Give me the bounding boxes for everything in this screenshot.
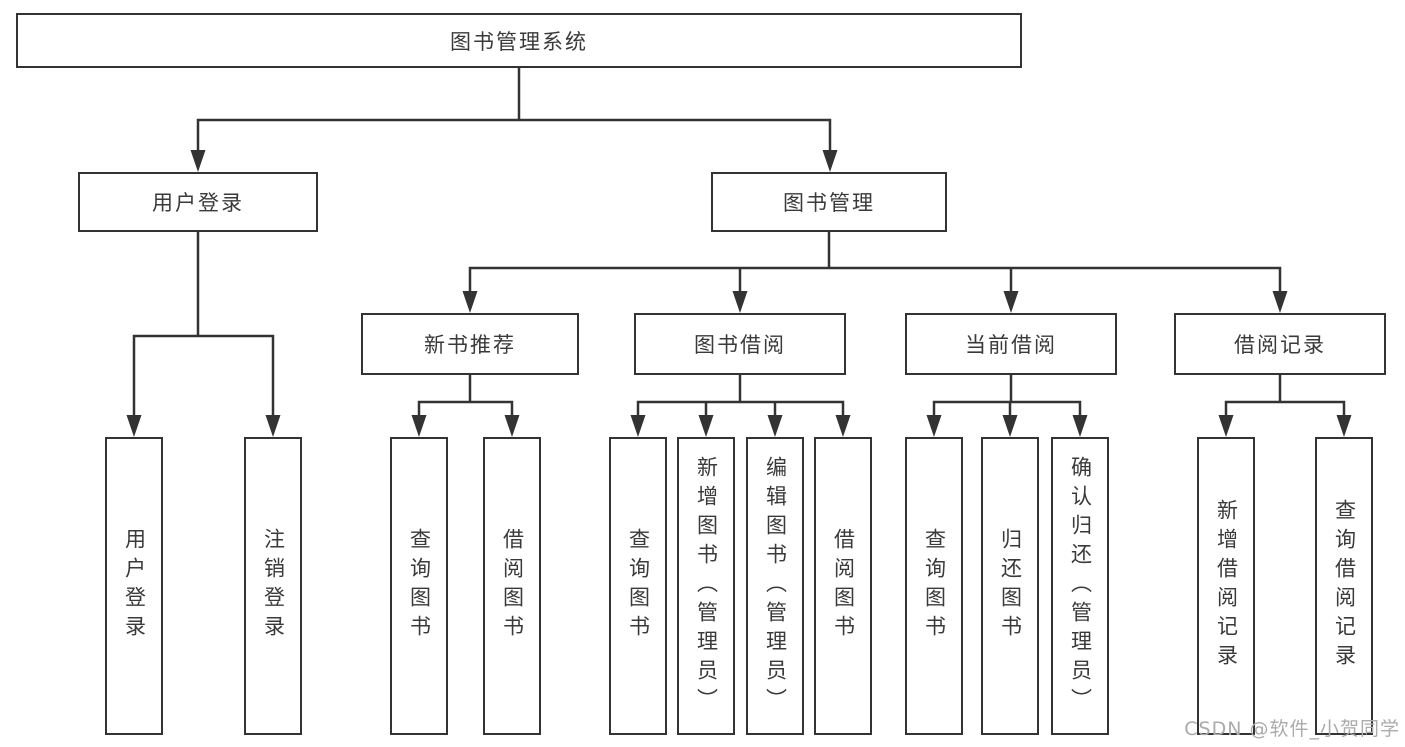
node-user-login: 用户登录 <box>78 172 318 232</box>
node-book-borrowing: 图书借阅 <box>634 313 846 375</box>
leaf-return-books: 归还图书 <box>981 437 1039 735</box>
node-borrowing-records: 借阅记录 <box>1174 313 1386 375</box>
node-library-management-system: 图书管理系统 <box>16 13 1022 68</box>
leaf-logout: 注销登录 <box>244 437 302 735</box>
leaf-borrow-books-recommend: 借阅图书 <box>483 437 541 735</box>
node-new-book-recommend: 新书推荐 <box>361 313 579 375</box>
csdn-watermark: CSDN @软件_小贺同学 <box>1184 718 1400 740</box>
leaf-confirm-return-admin: 确认归还（管理员） <box>1051 437 1109 735</box>
leaf-query-books-current: 查询图书 <box>905 437 963 735</box>
tree-edges <box>132 67 1346 420</box>
leaf-borrow-books: 借阅图书 <box>814 437 872 735</box>
leaf-query-books-recommend: 查询图书 <box>390 437 448 735</box>
leaf-edit-books-admin: 编辑图书（管理员） <box>746 437 804 735</box>
leaf-add-borrow-record: 新增借阅记录 <box>1197 437 1255 735</box>
leaf-query-books-borrow: 查询图书 <box>609 437 667 735</box>
leaf-add-books-admin: 新增图书（管理员） <box>677 437 735 735</box>
arrowheads <box>126 150 1352 437</box>
leaf-query-borrow-record: 查询借阅记录 <box>1315 437 1373 735</box>
node-current-borrowing: 当前借阅 <box>905 313 1117 375</box>
leaf-user-login: 用户登录 <box>105 437 163 735</box>
node-book-management: 图书管理 <box>711 172 947 232</box>
